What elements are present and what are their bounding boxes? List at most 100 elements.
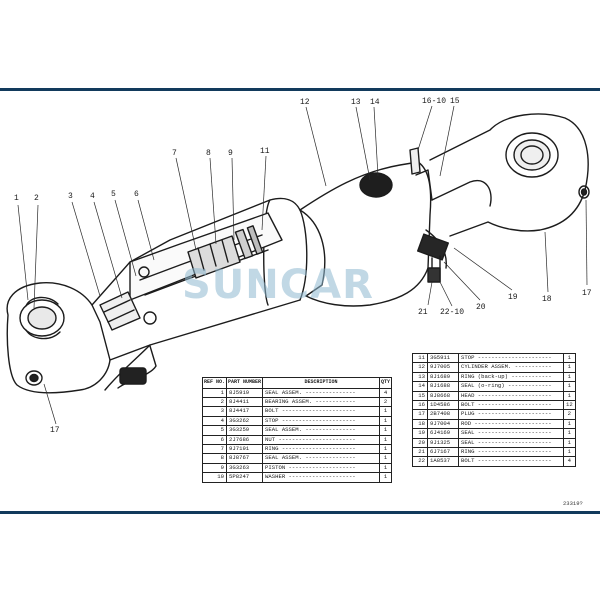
cell-qty: 1 [563,381,576,392]
cell-ref: 20 [412,437,428,449]
cell-part-number: 8J4411 [226,396,264,408]
cell-qty: 1 [379,462,393,474]
cell-ref: 21 [412,447,428,458]
cell-description: SEAL ---------------------- [458,428,564,439]
cell-qty: 1 [379,444,393,455]
callout-9: 9 [228,149,233,158]
cell-ref: 5 [201,425,228,436]
callout-16-10: 16-10 [422,97,446,106]
cell-qty: 12 [563,400,576,411]
cell-part-number: 1A8537 [427,456,459,467]
header-qty: QTY [379,377,393,389]
cell-ref: 9 [201,462,228,474]
cell-ref: 11 [412,352,428,364]
callout-6: 6 [134,190,139,199]
cylinder-barrel [91,197,308,391]
cell-ref: 4 [201,415,228,427]
cell-description: WASHER -------------------- [262,472,381,483]
cell-description: SEAL ASSEM. --------------- [262,453,381,464]
cell-ref: 8 [201,453,228,464]
callout-1: 1 [14,194,19,203]
callout-17-right: 17 [582,289,592,298]
cell-description: CYLINDER ASSEM. ----------- [458,362,564,373]
cell-qty: 1 [563,371,576,383]
cell-description: NUT ----------------------- [262,434,381,446]
cell-part-number: 9J7004 [427,418,459,430]
cell-part-number: 9J7191 [226,444,264,455]
cell-part-number: 3G3263 [226,462,264,474]
cell-qty: 1 [563,362,576,373]
cell-ref: 10 [201,472,228,483]
cell-ref: 17 [412,409,428,420]
callout-11: 11 [260,147,270,156]
cell-part-number: 3G5911 [427,352,459,364]
rod-eye [429,113,590,237]
cell-part-number: 8J8668 [427,390,459,402]
callout-20: 20 [476,303,486,312]
cell-qty: 1 [563,418,576,430]
cell-ref: 7 [201,444,228,455]
cylinder-end-eye [6,282,111,394]
cell-qty: 1 [563,428,576,439]
callout-22-10: 22-10 [440,308,464,317]
cell-part-number: 5P8247 [226,472,264,483]
cell-qty: 1 [563,447,576,458]
leader-lines [17,105,588,425]
cell-qty: 1 [563,437,576,449]
cell-part-number: 8J5919 [226,387,264,399]
table-header-row: REF NO. PART NUMBER DESCRIPTION QTY [201,377,393,389]
cell-description: PLUG ---------------------- [458,409,564,420]
cell-ref: 16 [412,400,428,411]
callout-3: 3 [68,192,73,201]
callout-18: 18 [542,295,552,304]
cell-description: STOP ---------------------- [262,415,381,427]
cell-ref: 18 [412,418,428,430]
callout-labels: 1 2 3 4 5 6 7 8 9 11 12 13 14 16-10 15 1… [14,97,592,435]
cell-qty: 2 [563,409,576,420]
cell-qty: 1 [379,406,393,417]
cell-qty: 4 [379,387,393,399]
cell-description: SEAL (o-ring) ------------- [458,381,564,392]
cell-qty: 1 [379,425,393,436]
cylinder-head [299,147,449,307]
cell-part-number: 6J7167 [427,447,459,458]
cell-qty: 1 [379,415,393,427]
callout-15: 15 [450,97,460,106]
cell-qty: 1 [379,472,393,483]
cell-part-number: 2B7408 [427,409,459,420]
cell-qty: 1 [379,434,393,446]
cell-part-number: 8J1689 [427,371,459,383]
cell-description: BEARING ASSEM. ------------ [262,396,381,408]
cell-description: RING ---------------------- [262,444,381,455]
callout-14: 14 [370,98,380,107]
callout-2: 2 [34,194,39,203]
cell-part-number: 3G3259 [226,425,264,436]
cell-description: HEAD ---------------------- [458,390,564,402]
cell-qty: 1 [563,390,576,402]
callout-12: 12 [300,98,310,107]
cell-ref: 14 [412,381,428,392]
callout-17-left: 17 [50,426,60,435]
cell-ref: 2 [201,396,228,408]
callout-21: 21 [418,308,428,317]
